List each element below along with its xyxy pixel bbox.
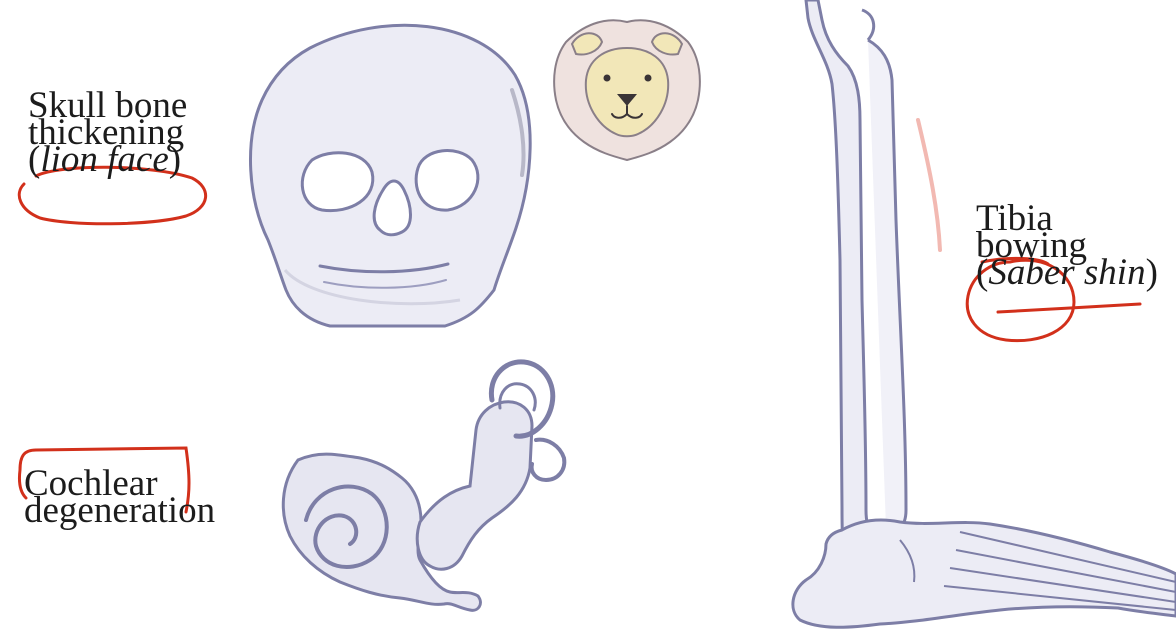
tibia-label-line3: (Saber shin) <box>976 259 1158 286</box>
tibia-label-close-paren: ) <box>1146 252 1158 293</box>
skull-label-open-paren: ( <box>28 139 40 180</box>
inner-ear-icon <box>283 362 564 610</box>
skull-eye-right <box>416 151 478 211</box>
tibia-label-open-paren: ( <box>976 252 988 293</box>
tibia-label: Tibia bowing (Saber shin) <box>976 205 1158 286</box>
skull-icon <box>251 25 531 326</box>
skull-eye-left <box>302 153 373 211</box>
cochlea-label-line2: degeneration <box>24 497 215 524</box>
lion-icon <box>554 20 700 160</box>
tibia-label-italic: Saber shin <box>988 252 1145 293</box>
skull-label: Skull bone thickening (lion face) <box>28 92 187 173</box>
annotation-marks <box>19 167 1140 512</box>
leg-bones-icon <box>793 0 1176 627</box>
skull-label-line3: (lion face) <box>28 146 187 173</box>
cochlea-label: Cochlear degeneration <box>24 470 215 524</box>
skull-label-italic: lion face <box>40 139 168 180</box>
saber-shin-underline <box>998 304 1140 312</box>
skull-label-close-paren: ) <box>169 139 181 180</box>
